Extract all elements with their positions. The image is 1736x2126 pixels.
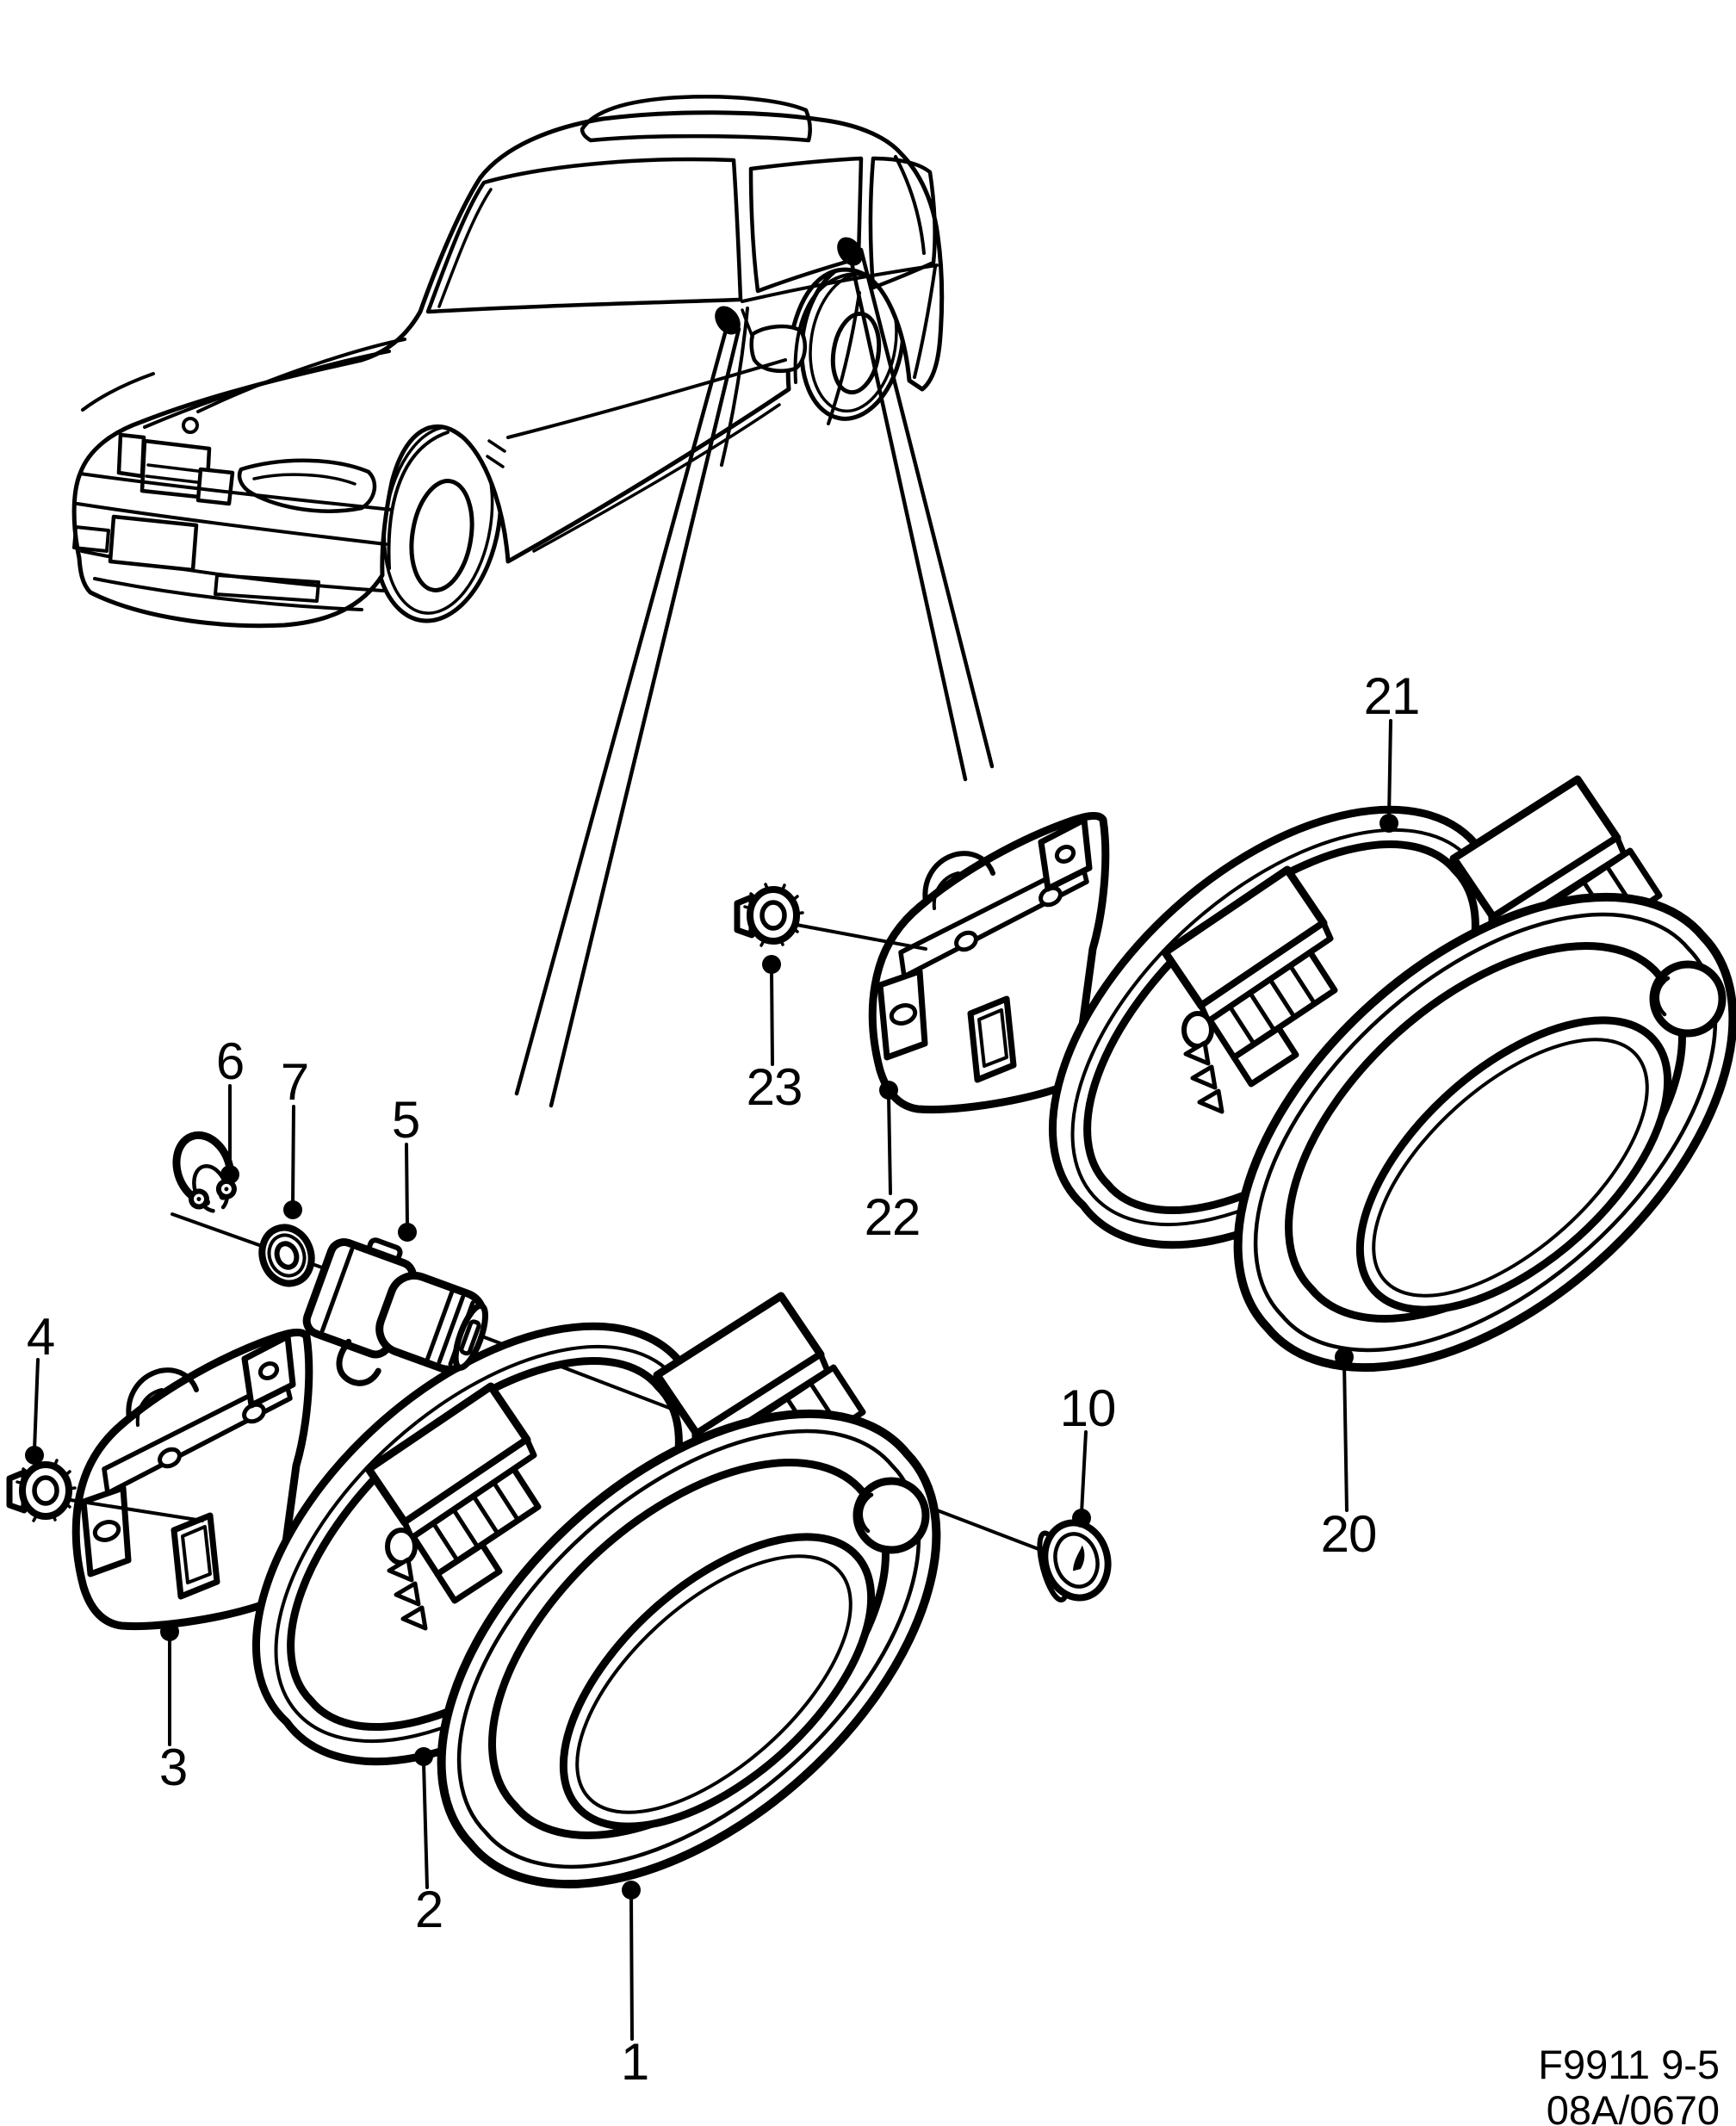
door-markers (514, 237, 995, 1108)
grille (116, 432, 235, 506)
rear-door-leader (847, 247, 995, 782)
front-door-leader (514, 321, 741, 1108)
sunroof (580, 95, 812, 143)
windshield (425, 157, 743, 314)
washer (258, 1224, 315, 1287)
vehicle-overview (71, 95, 945, 629)
nut-rear (737, 884, 927, 951)
hood-badge (182, 417, 199, 434)
callout-label-10: 10 (1059, 1379, 1117, 1437)
callout-leaders (25, 719, 1398, 2041)
callout-label-4: 4 (26, 1308, 55, 1366)
callout-label-23: 23 (746, 1058, 803, 1116)
figure-code-line2: 08A/0670 (1546, 2086, 1720, 2126)
callout-label-2: 2 (414, 1881, 443, 1938)
callout-label-7: 7 (280, 1053, 309, 1111)
callout-label-3: 3 (158, 1739, 188, 1796)
figure-code: F9911 9-5 08A/0670 (1538, 2042, 1720, 2126)
front-door-window (748, 156, 864, 294)
lock-cap (1037, 1519, 1112, 1603)
front-wheel (371, 410, 504, 623)
circlip (172, 1131, 237, 1213)
assembly-front-door (76, 1131, 1112, 1885)
callout-label-1: 1 (620, 2033, 649, 2091)
callout-label-6: 6 (215, 1032, 245, 1090)
assembly-rear-door (872, 779, 1733, 1367)
front-door-marker (715, 306, 741, 335)
license-plate (108, 514, 199, 573)
callout-label-21: 21 (1363, 667, 1421, 725)
callout-label-22: 22 (864, 1188, 921, 1246)
figure-code-line1: F9911 9-5 (1538, 2042, 1720, 2087)
rear-door-window (868, 156, 937, 290)
callout-label-5: 5 (391, 1091, 420, 1149)
callout-label-20: 20 (1320, 1505, 1378, 1563)
rear-door-marker (837, 237, 863, 266)
lock-cylinder (302, 1237, 489, 1386)
nut-front (9, 1460, 204, 1521)
